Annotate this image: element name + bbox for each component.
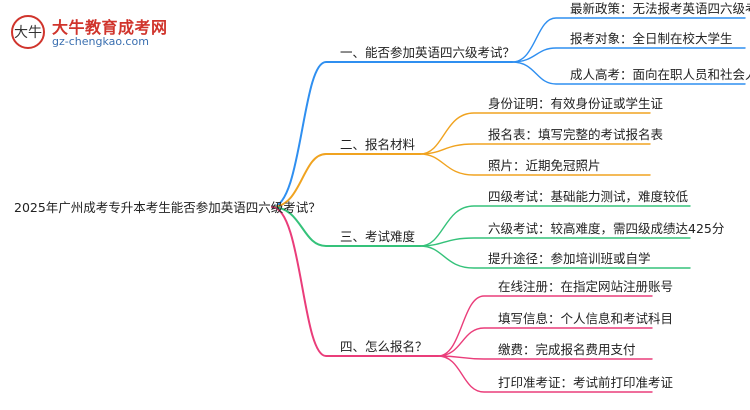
leaf-label: 成人高考：面向在职人员和社会人士 xyxy=(570,67,750,82)
branch-connector xyxy=(271,61,513,208)
leaf-connector xyxy=(419,205,691,247)
leaf-connector xyxy=(511,47,746,63)
branch-label: 四、怎么报名？ xyxy=(340,339,428,354)
leaf-connector xyxy=(437,327,653,357)
leaf-connector xyxy=(437,355,653,360)
branch-label: 一、能否参加英语四六级考试？ xyxy=(340,45,516,60)
leaf-label: 最新政策：无法报考英语四六级考试 xyxy=(570,1,750,16)
logo-title: 大牛教育成考网 xyxy=(52,18,168,37)
leaf-connector xyxy=(419,153,651,176)
leaf-label: 报考对象：全日制在校大学生 xyxy=(570,31,733,46)
leaf-connector xyxy=(437,295,653,357)
branch-connector xyxy=(271,206,439,357)
leaf-label: 照片：近期免冠照片 xyxy=(488,158,601,173)
leaf-connector xyxy=(511,61,746,85)
logo-mark-icon: 大牛 xyxy=(11,15,45,49)
leaf-connector xyxy=(437,355,653,393)
svg-text:大牛: 大牛 xyxy=(14,25,42,41)
leaf-connector xyxy=(511,17,746,63)
branch-connector xyxy=(271,153,421,208)
branch-label: 三、考试难度 xyxy=(340,229,416,244)
leaf-label: 四级考试：基础能力测试，难度较低 xyxy=(488,189,689,204)
leaf-connector xyxy=(419,112,651,155)
leaf-label: 缴费：完成报名费用支付 xyxy=(498,342,636,357)
leaf-label: 提升途径：参加培训班或自学 xyxy=(488,251,651,266)
leaf-connector xyxy=(419,245,691,269)
leaf-connector xyxy=(419,143,651,155)
logo-url: gz-chengkao.com xyxy=(52,35,149,48)
branch-label: 二、报名材料 xyxy=(340,137,416,152)
leaf-label: 身份证明：有效身份证或学生证 xyxy=(488,96,664,111)
leaf-label: 打印准考证：考试前打印准考证 xyxy=(498,375,674,390)
branch-connector xyxy=(271,206,421,247)
leaf-label: 在线注册：在指定网站注册账号 xyxy=(498,279,674,294)
leaf-label: 填写信息：个人信息和考试科目 xyxy=(498,311,674,326)
leaf-connector xyxy=(419,237,691,247)
leaf-label: 六级考试：较高难度，需四级成绩达425分 xyxy=(488,221,725,236)
site-logo: 大牛 大牛教育成考网 gz-chengkao.com xyxy=(10,10,170,54)
root-topic: 2025年广州成考专升本考生能否参加英语四六级考试？ xyxy=(14,200,321,215)
leaf-label: 报名表：填写完整的考试报名表 xyxy=(488,127,664,142)
